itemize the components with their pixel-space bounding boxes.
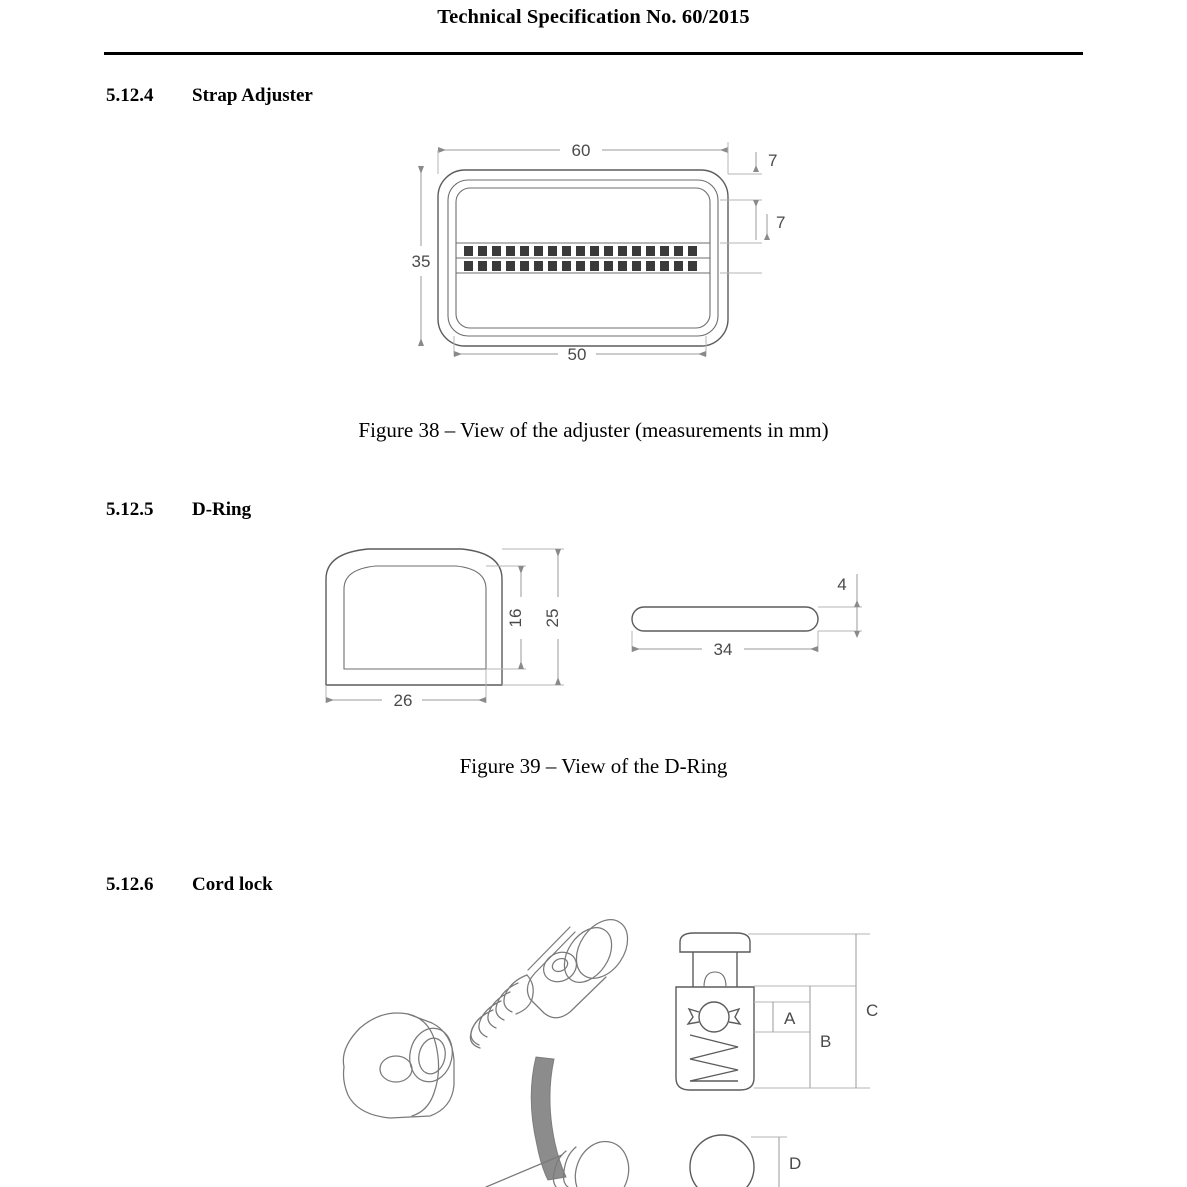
section-number: 5.12.5 <box>106 499 154 520</box>
cord-lock-barrel-section <box>675 971 755 1091</box>
section-number: 5.12.6 <box>106 874 154 895</box>
dimension-60: 60 <box>437 141 729 174</box>
section-heading-5-12-4: 5.12.4 Strap Adjuster <box>106 85 313 107</box>
cord-with-end-piece <box>485 1056 630 1187</box>
dimension-A: A <box>754 1001 810 1033</box>
cord-lock-top-view-drawing: D <box>665 1105 915 1187</box>
section-title: Cord lock <box>192 874 273 895</box>
section-title: Strap Adjuster <box>192 85 313 106</box>
cord-lock-cross-section-drawing: A B C <box>660 920 920 1110</box>
figure-39-d-ring-side-drawing: 34 4 <box>610 560 900 690</box>
dimension-7-middle: 7 <box>720 199 785 274</box>
cord-lock-plunger-cap <box>679 932 751 987</box>
teeth-row-upper <box>464 246 697 256</box>
dimension-B: B <box>754 985 856 1089</box>
dimension-25: 25 <box>502 548 564 686</box>
document-header-title: Technical Specification No. 60/2015 <box>437 6 750 28</box>
cord-lock-spring-section <box>689 1034 739 1082</box>
figure-39-caption: Figure 39 – View of the D-Ring <box>459 754 728 778</box>
cord-lock-barrel <box>342 1012 455 1119</box>
dimension-label-16: 16 <box>506 609 525 628</box>
section-title: D-Ring <box>192 499 252 520</box>
dimension-label-26: 26 <box>394 691 413 710</box>
dimension-label-D: D <box>789 1154 801 1173</box>
dimension-D: D <box>751 1136 801 1187</box>
dimension-label-34: 34 <box>714 640 733 659</box>
dimension-label-4: 4 <box>837 575 846 594</box>
dimension-C: C <box>748 933 878 1089</box>
cord-lock-top-view-circle <box>689 1134 755 1187</box>
dimension-16: 16 <box>486 565 526 670</box>
dimension-4: 4 <box>818 574 862 638</box>
figure-38-strap-adjuster-drawing: 60 35 <box>390 128 810 378</box>
dimension-label-7-top: 7 <box>768 151 777 170</box>
dimension-label-C: C <box>866 1001 878 1020</box>
dimension-label-B: B <box>820 1032 831 1051</box>
cord-lock-hole <box>686 1001 742 1033</box>
dimension-26: 26 <box>325 669 487 710</box>
section-heading-5-12-6: 5.12.6 Cord lock <box>106 874 273 896</box>
dimension-50: 50 <box>453 336 707 364</box>
figure-39-d-ring-front-drawing: 26 16 25 <box>310 535 610 725</box>
dimension-35: 35 <box>412 166 431 346</box>
dimension-label-60: 60 <box>572 141 591 160</box>
dimension-label-35: 35 <box>412 252 431 271</box>
section-heading-5-12-5: 5.12.5 D-Ring <box>106 499 251 521</box>
d-ring-front-view <box>325 548 503 686</box>
dimension-34: 34 <box>631 631 819 659</box>
dimension-label-50: 50 <box>568 345 587 364</box>
section-number: 5.12.4 <box>106 85 154 106</box>
figure-38-caption: Figure 38 – View of the adjuster (measur… <box>358 418 829 442</box>
dimension-label-A: A <box>784 1009 796 1028</box>
header-divider <box>104 52 1083 55</box>
dimension-7-top: 7 <box>728 151 777 175</box>
d-ring-side-view <box>631 606 819 632</box>
cord-lock-exploded-sketch <box>330 915 675 1187</box>
dimension-label-25: 25 <box>543 609 562 628</box>
cord-lock-plunger-with-spring <box>469 919 629 1049</box>
strap-adjuster-center-bar <box>456 242 710 274</box>
teeth-row-lower <box>464 261 697 271</box>
dimension-label-7-middle: 7 <box>776 213 785 232</box>
